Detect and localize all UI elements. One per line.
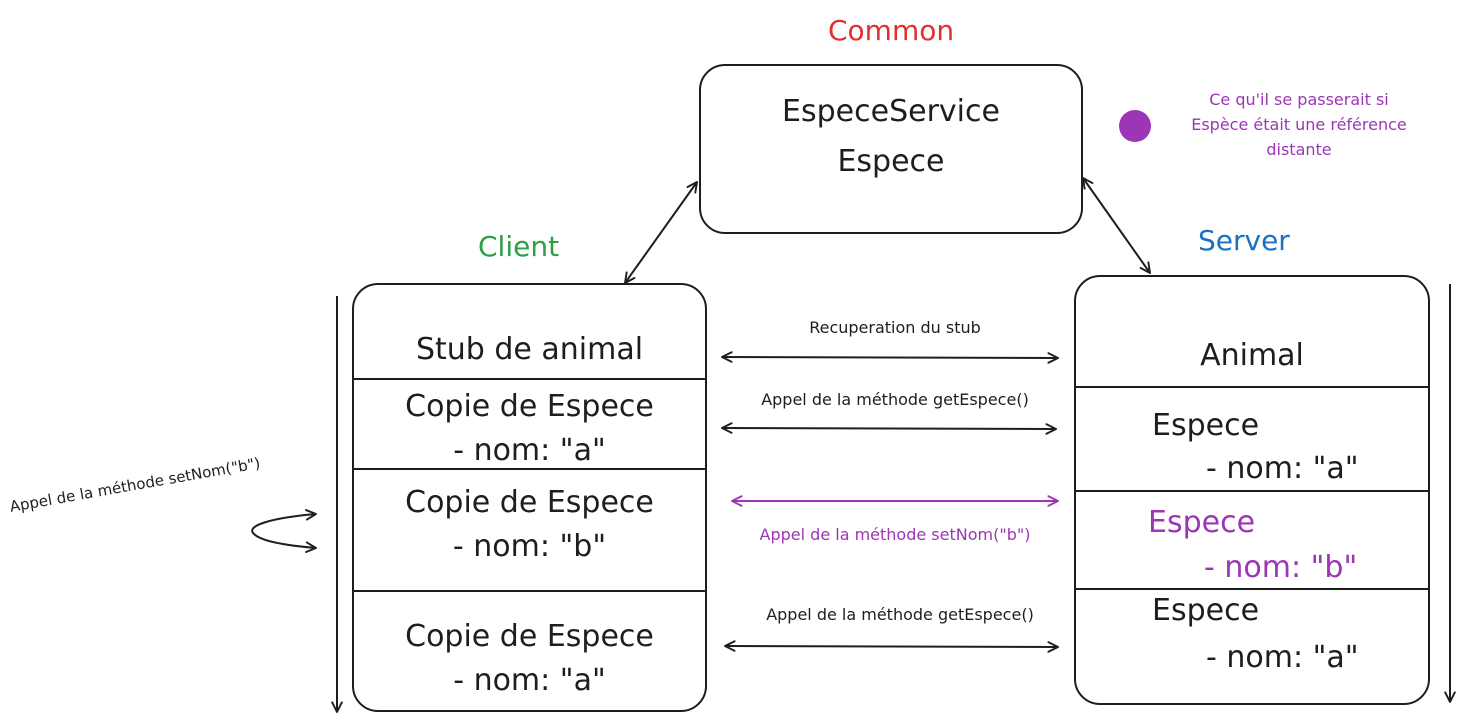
arrow-common-server bbox=[1082, 177, 1151, 274]
client-box bbox=[352, 283, 707, 712]
server-espece-1-attr: - nom: "a" bbox=[1206, 451, 1359, 486]
legend-line-2: Espèce était une référence bbox=[1191, 115, 1407, 134]
local-call-loop-arrow bbox=[251, 509, 317, 553]
common-box-line-1: EspeceService bbox=[782, 94, 1000, 129]
message-get-espece-2-label: Appel de la méthode getEspece() bbox=[766, 605, 1034, 624]
server-espece-3-title: Espece bbox=[1152, 593, 1260, 628]
server-espece-2-attr: - nom: "b" bbox=[1204, 550, 1358, 585]
server-separator-3 bbox=[1075, 588, 1429, 590]
server-separator-2 bbox=[1075, 490, 1429, 492]
common-box bbox=[699, 64, 1083, 234]
client-copy-3-attr: - nom: "a" bbox=[453, 663, 606, 698]
legend-line-1: Ce qu'il se passerait si bbox=[1209, 90, 1389, 109]
client-separator-2 bbox=[353, 468, 706, 470]
client-title: Client bbox=[478, 230, 560, 263]
server-animal-label: Animal bbox=[1200, 338, 1304, 373]
arrow-get-espece-1 bbox=[721, 422, 1057, 435]
common-title: Common bbox=[828, 14, 955, 47]
server-separator-1 bbox=[1075, 386, 1429, 388]
legend-line-3: distante bbox=[1266, 140, 1332, 159]
arrow-stub bbox=[721, 351, 1059, 364]
client-copy-2-attr: - nom: "b" bbox=[452, 529, 607, 564]
legend-dot bbox=[1119, 110, 1151, 142]
client-copy-3-title: Copie de Espece bbox=[405, 619, 654, 654]
server-title: Server bbox=[1198, 224, 1290, 257]
client-copy-2-title: Copie de Espece bbox=[405, 485, 654, 520]
client-separator-3 bbox=[353, 590, 706, 592]
message-get-espece-1-label: Appel de la méthode getEspece() bbox=[761, 390, 1029, 409]
client-stub-label: Stub de animal bbox=[415, 332, 644, 367]
common-box-line-2: Espece bbox=[837, 144, 945, 179]
message-set-nom-label: Appel de la méthode setNom("b") bbox=[759, 525, 1031, 544]
arrow-common-client bbox=[624, 181, 698, 284]
server-espece-3-attr: - nom: "a" bbox=[1206, 640, 1359, 675]
client-copy-1-attr: - nom: "a" bbox=[453, 433, 606, 468]
arrow-get-espece-2 bbox=[724, 640, 1059, 653]
server-espece-1-title: Espece bbox=[1152, 408, 1260, 443]
client-copy-1-title: Copie de Espece bbox=[405, 389, 654, 424]
client-separator-1 bbox=[353, 378, 706, 380]
server-espece-2-title: Espece bbox=[1148, 505, 1256, 540]
message-stub-label: Recuperation du stub bbox=[809, 318, 981, 337]
